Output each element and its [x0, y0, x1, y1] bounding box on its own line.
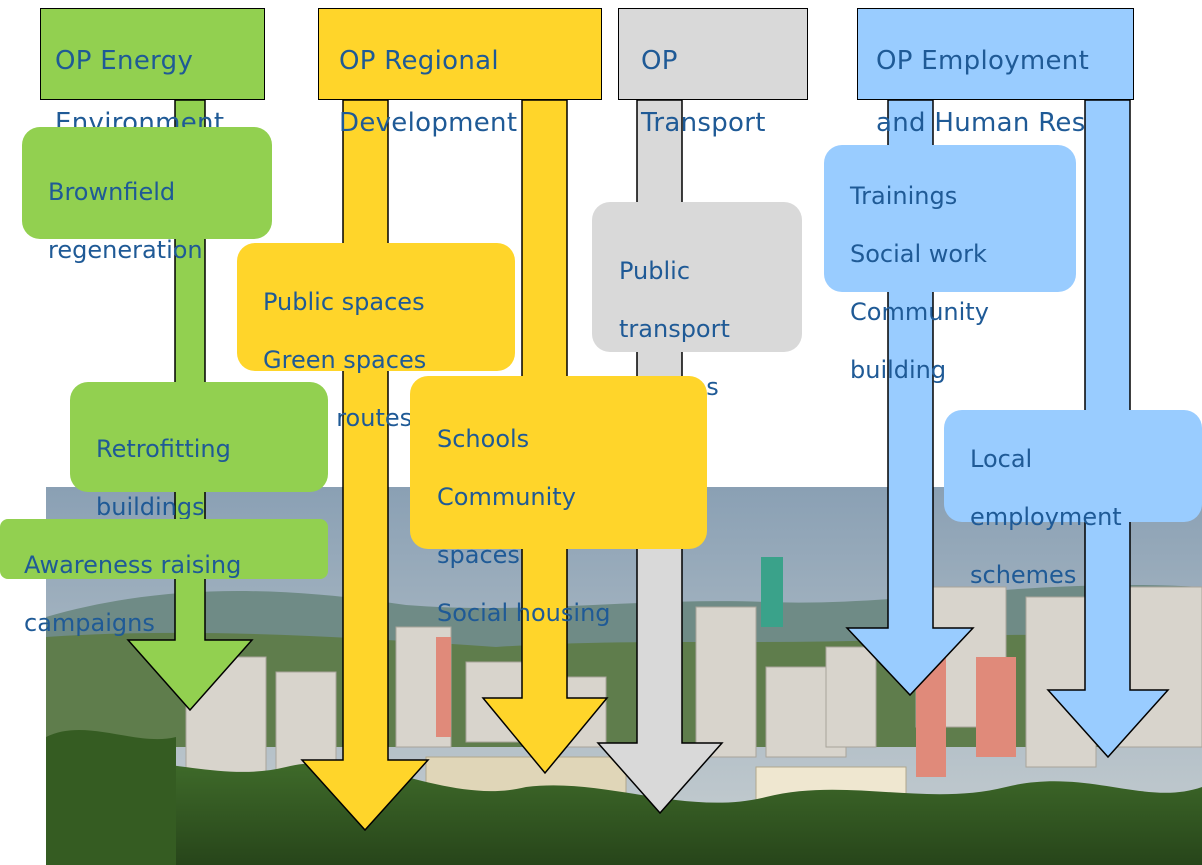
box-line: Social housing — [437, 599, 611, 627]
header-op-transport: OP Transport — [618, 8, 808, 138]
box-trainings-social-work: Trainings Social work Community building — [824, 145, 1076, 384]
header-line-1: OP Regional — [339, 46, 499, 76]
box-schools-community: Schools Community spaces Social housing — [410, 376, 707, 627]
header-line-2: Transport — [641, 108, 766, 138]
box-line: Community — [437, 483, 576, 511]
header-line-1: OP Energy — [55, 46, 194, 76]
box-line: schemes — [970, 561, 1077, 589]
header-line-2: Development — [339, 108, 518, 138]
box-public-transport-facilities: Public transport facilities — [592, 202, 802, 401]
header-line-2: and Human Res — [876, 108, 1086, 138]
box-local-employment-schemes: Local employment schemes — [944, 410, 1202, 589]
box-public-spaces: Public spaces Green spaces Cycle routes — [237, 243, 515, 432]
box-line: Public — [619, 257, 691, 285]
header-line-1: OP Employment — [876, 46, 1090, 76]
arrow-regional-1 — [300, 99, 430, 832]
header-op-energy: OP Energy Environment — [40, 8, 265, 138]
box-line: Social work — [850, 240, 987, 268]
box-line: Trainings — [850, 182, 958, 210]
box-line: Local — [970, 445, 1033, 473]
box-line: building — [850, 356, 947, 384]
box-line: Schools — [437, 425, 530, 453]
header-op-employment: OP Employment and Human Res — [857, 8, 1134, 138]
box-line: Brownfield — [48, 178, 176, 206]
box-retrofitting-buildings: Retrofitting buildings — [70, 382, 328, 521]
box-awareness-raising-campaigns: Awareness raising campaigns — [0, 519, 328, 637]
box-brownfield-regeneration: Brownfield regeneration — [22, 127, 272, 264]
box-line: campaigns — [24, 609, 155, 637]
box-line: employment — [970, 503, 1122, 531]
box-line: transport — [619, 315, 730, 343]
header-op-regional: OP Regional Development — [318, 8, 602, 138]
box-line: Awareness raising — [24, 551, 242, 579]
box-line: Community — [850, 298, 989, 326]
box-line: regeneration — [48, 236, 203, 264]
header-line-1: OP — [641, 46, 678, 76]
box-line: spaces — [437, 541, 520, 569]
box-line: Public spaces — [263, 288, 425, 316]
box-line: Green spaces — [263, 346, 427, 374]
box-line: buildings — [96, 493, 205, 521]
box-line: Retrofitting — [96, 435, 231, 463]
